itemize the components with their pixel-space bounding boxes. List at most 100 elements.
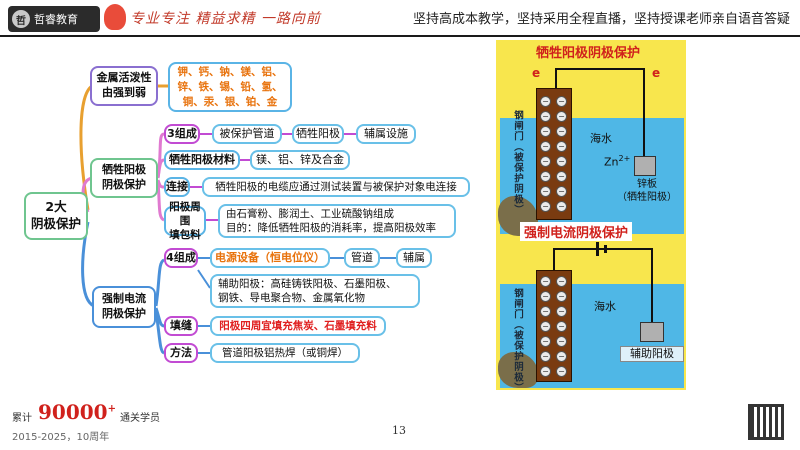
header-motto: 坚持高成本教学，坚持采用全程直播，坚持授课老师亲自语音答疑 bbox=[412, 12, 790, 27]
handwritten-slogan: 专业专注 精益求精 一路向前 bbox=[130, 11, 321, 27]
imp-item-aux-text: 辅属 bbox=[403, 250, 425, 264]
metals-line-1: 钾、钙、钠、镁、铝、 bbox=[177, 65, 283, 78]
sac-composition-text: 3组成 bbox=[167, 126, 197, 140]
charge-column-bottom-a: −−−−−−− bbox=[540, 276, 551, 377]
imp-method-label: 方法 bbox=[164, 343, 198, 363]
rock-bottom bbox=[498, 352, 538, 388]
logo-icon: 哲 bbox=[12, 10, 30, 28]
footer-suffix: 通关学员 bbox=[120, 413, 160, 424]
sac-item-anode: 牺牲阳极 bbox=[292, 124, 344, 144]
imp-item-aux: 辅属 bbox=[396, 248, 432, 268]
logo-text: 哲睿教育 bbox=[34, 13, 78, 26]
impressed-node: 强制电流 阴极保护 bbox=[92, 286, 156, 328]
imp-method-value-text: 管道阳极铝热焊（或铜焊） bbox=[222, 346, 348, 359]
imp-fill-value-text: 阳极四周宜填充焦炭、石墨填充料 bbox=[219, 319, 377, 332]
imp-item-pipe-text: 管道 bbox=[351, 250, 373, 264]
connector-sac-filler bbox=[156, 181, 165, 222]
zinc-ion-label: Zn2+ bbox=[604, 154, 630, 169]
sea-label-top: 海水 bbox=[590, 132, 612, 145]
mindmap-connectors bbox=[79, 84, 396, 355]
sac-item-anode-text: 牺牲阳极 bbox=[296, 126, 340, 140]
sacrificial-title: 牺牲阳极 阴极保护 bbox=[102, 163, 146, 191]
connector-imp-method bbox=[154, 309, 165, 355]
battery-plate-long bbox=[596, 242, 599, 256]
zinc-ion-symbol: Zn bbox=[604, 155, 619, 169]
sac-item-pipe: 被保护管道 bbox=[212, 124, 282, 144]
imp-item-power-text: 电源设备（恒电位仪） bbox=[215, 250, 325, 264]
sac-item-aux: 辅属设施 bbox=[356, 124, 416, 144]
imp-composition-label: 4组成 bbox=[164, 248, 198, 268]
metal-activity-series: 钾、钙、钠、镁、铝、 锌、铁、锡、铅、氢、 铜、汞、银、铂、金 bbox=[168, 62, 292, 112]
connector-root-activity bbox=[79, 84, 94, 211]
sac-filler-value: 由石膏粉、膨润土、工业硫酸钠组成 目的：降低牺牲阳极的消耗率，提高阳极效率 bbox=[218, 204, 456, 238]
sac-item-pipe-text: 被保护管道 bbox=[219, 126, 275, 140]
qr-code-icon[interactable] bbox=[748, 404, 784, 440]
charge-column-top-b: −−−−−−−− bbox=[556, 96, 567, 212]
footer-prefix: 累计 bbox=[12, 413, 32, 424]
charge-column-bottom-b: −−−−−−− bbox=[556, 276, 567, 377]
activity-node: 金属活泼性 由强到弱 bbox=[90, 66, 158, 106]
sac-connect-label: 连接 bbox=[164, 177, 190, 197]
zinc-plate bbox=[634, 156, 656, 176]
sac-item-aux-text: 辅属设施 bbox=[364, 126, 408, 140]
sac-filler-label: 阳极周围 填包料 bbox=[164, 201, 206, 241]
zinc-plate-label: 锌板 （牺牲阳极） bbox=[612, 178, 682, 204]
sacrificial-diagram-title: 牺牲阳极阴极保护 bbox=[536, 46, 641, 61]
sacrificial-node: 牺牲阳极 阴极保护 bbox=[90, 158, 158, 198]
zinc-plate-name: 锌板 bbox=[637, 179, 657, 190]
header-divider bbox=[0, 35, 800, 37]
imp-fill-value: 阳极四周宜填充焦炭、石墨填充料 bbox=[210, 316, 386, 336]
imp-method-value: 管道阳极铝热焊（或铜焊） bbox=[210, 343, 360, 363]
footer-years: 2015-2025，10周年 bbox=[12, 432, 110, 443]
connector-sac-conn bbox=[156, 179, 165, 189]
sac-filler-line-2: 目的：降低牺牲阳极的消耗率，提高阳极效率 bbox=[226, 222, 436, 234]
brand-logo: 哲 哲睿教育 bbox=[8, 6, 100, 32]
wire-bottom-bar bbox=[553, 248, 653, 250]
zinc-plate-note: （牺牲阳极） bbox=[617, 192, 677, 203]
footer-plus: + bbox=[107, 403, 116, 415]
imp-item-pipe: 管道 bbox=[344, 248, 380, 268]
sac-filler-line-1: 由石膏粉、膨润土、工业硫酸钠组成 bbox=[226, 207, 394, 220]
imp-composition-text: 4组成 bbox=[166, 250, 196, 264]
wire-bottom-right bbox=[651, 248, 653, 322]
mascot-icon bbox=[104, 4, 126, 30]
imp-fill-text: 填缝 bbox=[170, 318, 192, 332]
root-label: 2大 阴极保护 bbox=[30, 199, 81, 231]
wire-bottom-left bbox=[553, 248, 555, 270]
gate-label-top: 钢闸门（被保护阴极） bbox=[512, 110, 523, 215]
imp-fill-label: 填缝 bbox=[164, 316, 198, 336]
connector-imp-comp bbox=[154, 258, 165, 307]
charge-column-top-a: −−−−−−−− bbox=[540, 96, 551, 212]
imp-aux-line-2: 钢铁、导电聚合物、金属氧化物 bbox=[218, 292, 365, 304]
metals-line-2: 锌、铁、锡、铅、氢、 bbox=[177, 80, 283, 93]
wire-top-right bbox=[643, 68, 645, 156]
page-number: 13 bbox=[392, 424, 406, 437]
imp-aux-anode: 辅助阳极：高硅铸铁阳极、石墨阳极、 钢铁、导电聚合物、金属氧化物 bbox=[210, 274, 420, 308]
electron-label-left: e bbox=[532, 66, 541, 80]
gate-label-bottom: 钢闸门（被保护阴极） bbox=[512, 288, 523, 393]
wire-top-bar bbox=[555, 68, 645, 70]
aux-anode-block bbox=[640, 322, 664, 342]
sac-connect-value-text: 牺牲阳极的电缆应通过测试装置与被保护对象电连接 bbox=[215, 180, 457, 193]
sac-connect-value: 牺牲阳极的电缆应通过测试装置与被保护对象电连接 bbox=[202, 177, 470, 197]
sac-material-value: 镁、铝、锌及合金 bbox=[250, 150, 350, 170]
mindmap-root: 2大 阴极保护 bbox=[24, 192, 88, 240]
sac-connect-text: 连接 bbox=[166, 179, 188, 193]
activity-title: 金属活泼性 由强到弱 bbox=[96, 71, 152, 99]
imp-aux-line-1: 辅助阳极：高硅铸铁阳极、石墨阳极、 bbox=[218, 277, 397, 290]
sac-filler-text: 阳极周围 填包料 bbox=[169, 200, 201, 242]
connector-sac-mat bbox=[156, 158, 165, 179]
impressed-title: 强制电流 阴极保护 bbox=[102, 292, 146, 320]
imp-method-text: 方法 bbox=[170, 345, 192, 359]
aux-anode-label: 辅助阳极 bbox=[620, 346, 684, 363]
metals-line-3: 铜、汞、银、铂、金 bbox=[182, 96, 278, 109]
electron-label-right: e bbox=[652, 66, 661, 80]
footer-count-value: 90000 bbox=[38, 400, 108, 424]
battery-plate-short bbox=[604, 245, 607, 253]
footer-count: 90000+ bbox=[38, 400, 116, 424]
steel-gate-top bbox=[536, 88, 572, 220]
zinc-ion-charge: 2+ bbox=[618, 154, 631, 163]
impressed-diagram-title: 强制电流阴极保护 bbox=[520, 222, 633, 241]
sac-material-value-text: 镁、铝、锌及合金 bbox=[256, 152, 344, 166]
sac-composition-label: 3组成 bbox=[164, 124, 200, 144]
